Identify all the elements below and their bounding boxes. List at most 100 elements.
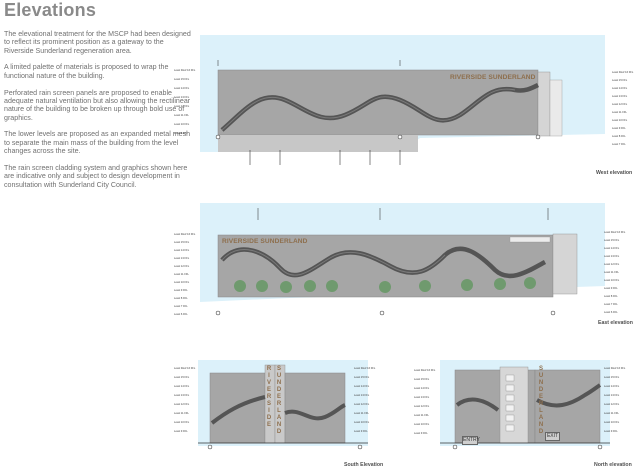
level-label: Level 8 FFL (612, 135, 626, 138)
west-elevation-caption: West elevation (596, 170, 633, 176)
level-label: Level 12 FFL (414, 405, 430, 408)
paragraph-2: A limited palette of materials is propos… (4, 63, 169, 80)
south-facade-right (284, 372, 346, 444)
level-label: Level 9 FFL (354, 430, 368, 433)
level-label: Level 13 FFL (604, 255, 620, 258)
page-title: Elevations (4, 0, 97, 20)
level-label: Level 11 FFL (612, 111, 627, 114)
level-label: Level 12 FFL (612, 103, 628, 106)
north-elevation-drawing (440, 360, 610, 450)
level-label: Level 14 FFL (174, 385, 190, 388)
level-label: Level 14 FFL (174, 249, 190, 252)
level-label: Level 13 FFL (354, 394, 370, 397)
level-label: Level 7 FFL (612, 143, 626, 146)
level-label: Level 8 FFL (604, 295, 618, 298)
level-label: Level 10 FFL (604, 421, 620, 424)
south-river-graphic (210, 395, 346, 425)
east-trees (234, 277, 536, 293)
level-label: Level 13 FFL (174, 96, 190, 99)
level-label: Level 9 FFL (174, 430, 188, 433)
level-label: Level 6 FFL (604, 311, 618, 314)
level-label: Level 10 FFL (414, 423, 430, 426)
level-label: Level 11 FFL (174, 273, 189, 276)
south-elevation-caption: South Elevation (344, 462, 384, 468)
north-facade-right (534, 369, 601, 444)
level-label: Level 13 FFL (414, 396, 430, 399)
exit-door: EXIT (545, 432, 560, 441)
level-label: Level 14 FFL (174, 87, 190, 90)
level-label: Level 10 FFL (612, 119, 628, 122)
east-section-markers (215, 208, 556, 316)
east-brand-text: RIVERSIDE SUNDERLAND (222, 238, 308, 245)
east-core-tower (552, 233, 578, 295)
level-label: Level 9 FFL (414, 432, 428, 435)
level-label: Level 7 FFL (174, 305, 188, 308)
west-river-highlight (221, 88, 516, 131)
north-brand-sunderland: SUNDERLAND (538, 366, 544, 436)
level-label: Level 10 FFL (174, 421, 190, 424)
level-label: Level 15 FFL (174, 78, 190, 81)
level-label: Level 12 FFL (604, 403, 620, 406)
south-brand-sunderland: SUNDERLAND (276, 366, 282, 436)
level-label: Level 13 FFL (612, 95, 628, 98)
south-section-markers (207, 444, 363, 450)
level-label: Level Roof 16 FFL (604, 231, 626, 234)
level-label: Level 9 FFL (604, 287, 618, 290)
level-label: Level Roof 16 FFL (174, 69, 196, 72)
level-label: Level 15 FFL (612, 79, 628, 82)
level-label: Level 8 FFL (174, 297, 188, 300)
paragraph-1: The elevational treatment for the MSCP h… (4, 30, 191, 55)
level-label: Level Roof 16 FFL (604, 367, 626, 370)
level-label: Level Roof 16 FFL (174, 367, 196, 370)
level-label: Level 15 FFL (174, 376, 190, 379)
east-roof-rail (509, 236, 551, 243)
paragraph-5: The rain screen cladding system and grap… (4, 163, 188, 189)
level-label: Level Roof 16 FFL (174, 233, 196, 236)
level-label: Level 12 FFL (174, 403, 190, 406)
north-river-graphic (455, 383, 602, 412)
level-label: Level 10 FFL (604, 279, 620, 282)
level-label: Level 7 FFL (604, 303, 618, 306)
description-text: The elevational treatment for the MSCP h… (4, 30, 194, 197)
level-label: Level 14 FFL (604, 385, 620, 388)
west-elevation-drawing (200, 35, 605, 165)
south-elevation-drawing (198, 360, 368, 450)
level-label: Level 12 FFL (354, 403, 370, 406)
level-label: Level 10 FFL (174, 123, 190, 126)
entry-label: ENTRY (463, 437, 480, 443)
west-facade-panels (217, 69, 539, 136)
level-label: Level 9 FFL (174, 289, 188, 292)
level-label: Level 15 FFL (174, 241, 190, 244)
level-label: Level 13 FFL (604, 394, 620, 397)
level-label: Level 9 FFL (612, 127, 626, 130)
level-label: Level 14 FFL (354, 385, 370, 388)
level-label: Level 14 FFL (604, 247, 620, 250)
level-label: Level 15 FFL (414, 378, 430, 381)
level-label: Level 11 FFL (414, 414, 429, 417)
east-river-highlight (221, 249, 446, 276)
entry-door: ENTRY (462, 436, 480, 445)
west-plinth (218, 135, 418, 152)
level-label: Level 10 FFL (354, 421, 370, 424)
paragraph-4: The lower levels are proposed as an expa… (4, 130, 191, 156)
level-label: Level 11 FFL (174, 114, 189, 117)
south-brand-riverside: RIVERSIDE (266, 366, 272, 429)
level-label: Level 9 FFL (174, 132, 188, 135)
west-core-tower (537, 71, 551, 137)
level-label: Level Roof 16 FFL (354, 367, 376, 370)
level-label: Level 11 FFL (604, 412, 619, 415)
level-label: Level 6 FFL (174, 313, 188, 316)
level-label: Level 9 FFL (604, 430, 618, 433)
level-label: Level Roof 16 FFL (414, 369, 436, 372)
paragraph-3: Perforated rain screen panels are propos… (4, 88, 191, 122)
level-label: Level 14 FFL (414, 387, 430, 390)
north-stair-windows (505, 374, 515, 432)
west-section-markers (215, 60, 541, 140)
level-label: Level 13 FFL (174, 394, 190, 397)
west-stair (549, 79, 563, 137)
level-label: Level 15 FFL (354, 376, 370, 379)
west-datum-markers (249, 150, 401, 165)
level-label: Level 15 FFL (604, 239, 620, 242)
exit-label: EXIT (546, 433, 559, 439)
level-label: Level 15 FFL (604, 376, 620, 379)
